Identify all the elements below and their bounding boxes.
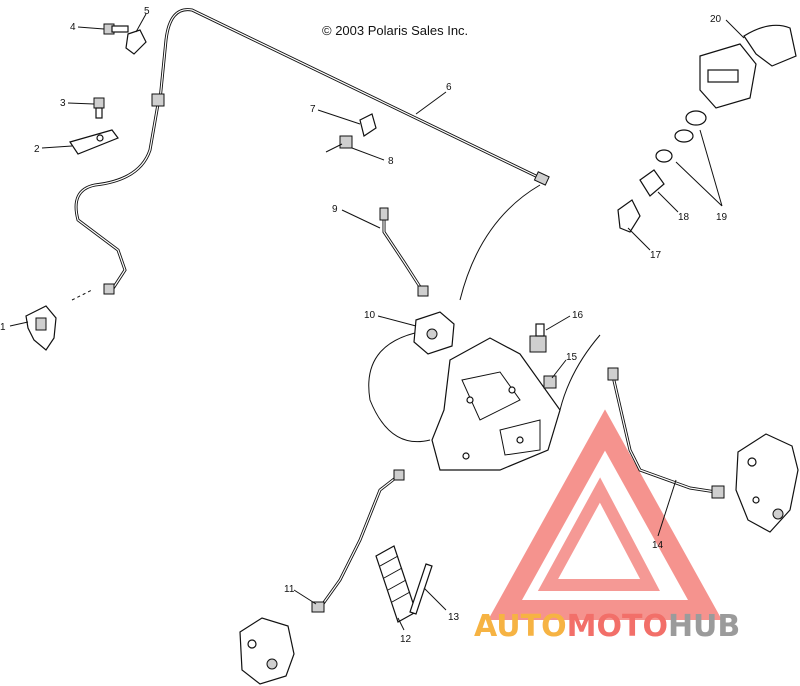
callout-13: 13: [448, 612, 460, 623]
callout-15: 15: [566, 352, 578, 363]
callout-17: 17: [650, 250, 662, 261]
part-13-pin: [409, 563, 433, 615]
callout-12: 12: [400, 634, 412, 645]
watermark-text-hub: HUB: [668, 609, 740, 644]
watermark-triangle-outer: [488, 409, 722, 620]
caliper-right: [735, 433, 799, 533]
brake-hose-left: [74, 93, 165, 295]
part-1-caliper-left: [25, 305, 57, 351]
part-5-clip: [125, 29, 147, 55]
callout-5: 5: [144, 6, 150, 17]
watermark-text: AUTOMOTOHUB: [474, 609, 740, 644]
watermark-text-moto: MOTO: [567, 609, 668, 644]
callout-9: 9: [332, 204, 338, 215]
part-20-master-cylinder: [699, 24, 797, 109]
part-16-bolt: [529, 323, 547, 353]
callout-2: 2: [34, 144, 40, 155]
wire-b: [368, 329, 431, 443]
callout-11: 11: [284, 584, 295, 595]
callout-6: 6: [446, 82, 452, 93]
part-7-clip: [359, 113, 377, 137]
brake-line-main: [158, 8, 550, 186]
copyright-text: © 2003 Polaris Sales Inc.: [322, 23, 468, 38]
callout-8: 8: [388, 156, 394, 167]
part-11-hose: [311, 469, 405, 613]
part-8-bolt: [325, 135, 353, 153]
callout-3: 3: [60, 98, 66, 109]
part-2-bracket: [69, 129, 119, 155]
part-9-hose: [379, 207, 429, 297]
watermark-text-auto: AUTO: [474, 609, 567, 644]
dash-connector-1: [71, 289, 93, 301]
callout-18: 18: [678, 212, 690, 223]
mounting-plate: [431, 337, 561, 471]
callout-4: 4: [70, 22, 76, 33]
part-3-bolt: [93, 97, 105, 119]
callout-7: 7: [310, 104, 316, 115]
wire-c: [559, 334, 601, 411]
part-10-junction-block: [413, 311, 455, 355]
part-14-hose: [607, 367, 725, 499]
part-4-bolt: [103, 23, 129, 35]
callout-1: 1: [0, 322, 6, 333]
callouts: 1 2 3 4 5 6 7 8 9 10 11 12 13 14 15 16 1: [0, 6, 745, 645]
caliper-lower-left: [239, 617, 295, 685]
watermark-triangle-inner: [537, 477, 660, 591]
callout-20: 20: [710, 14, 722, 25]
callout-10: 10: [364, 310, 376, 321]
watermark-logo: AUTOMOTOHUB: [474, 409, 740, 644]
callout-16: 16: [572, 310, 584, 321]
part-15-bolt: [543, 375, 557, 389]
part-17-boot: [617, 199, 641, 233]
callout-14: 14: [652, 540, 664, 551]
part-19-seals: [655, 110, 707, 163]
callout-19: 19: [716, 212, 728, 223]
part-18-piston: [639, 169, 665, 197]
wire-a: [459, 184, 541, 301]
